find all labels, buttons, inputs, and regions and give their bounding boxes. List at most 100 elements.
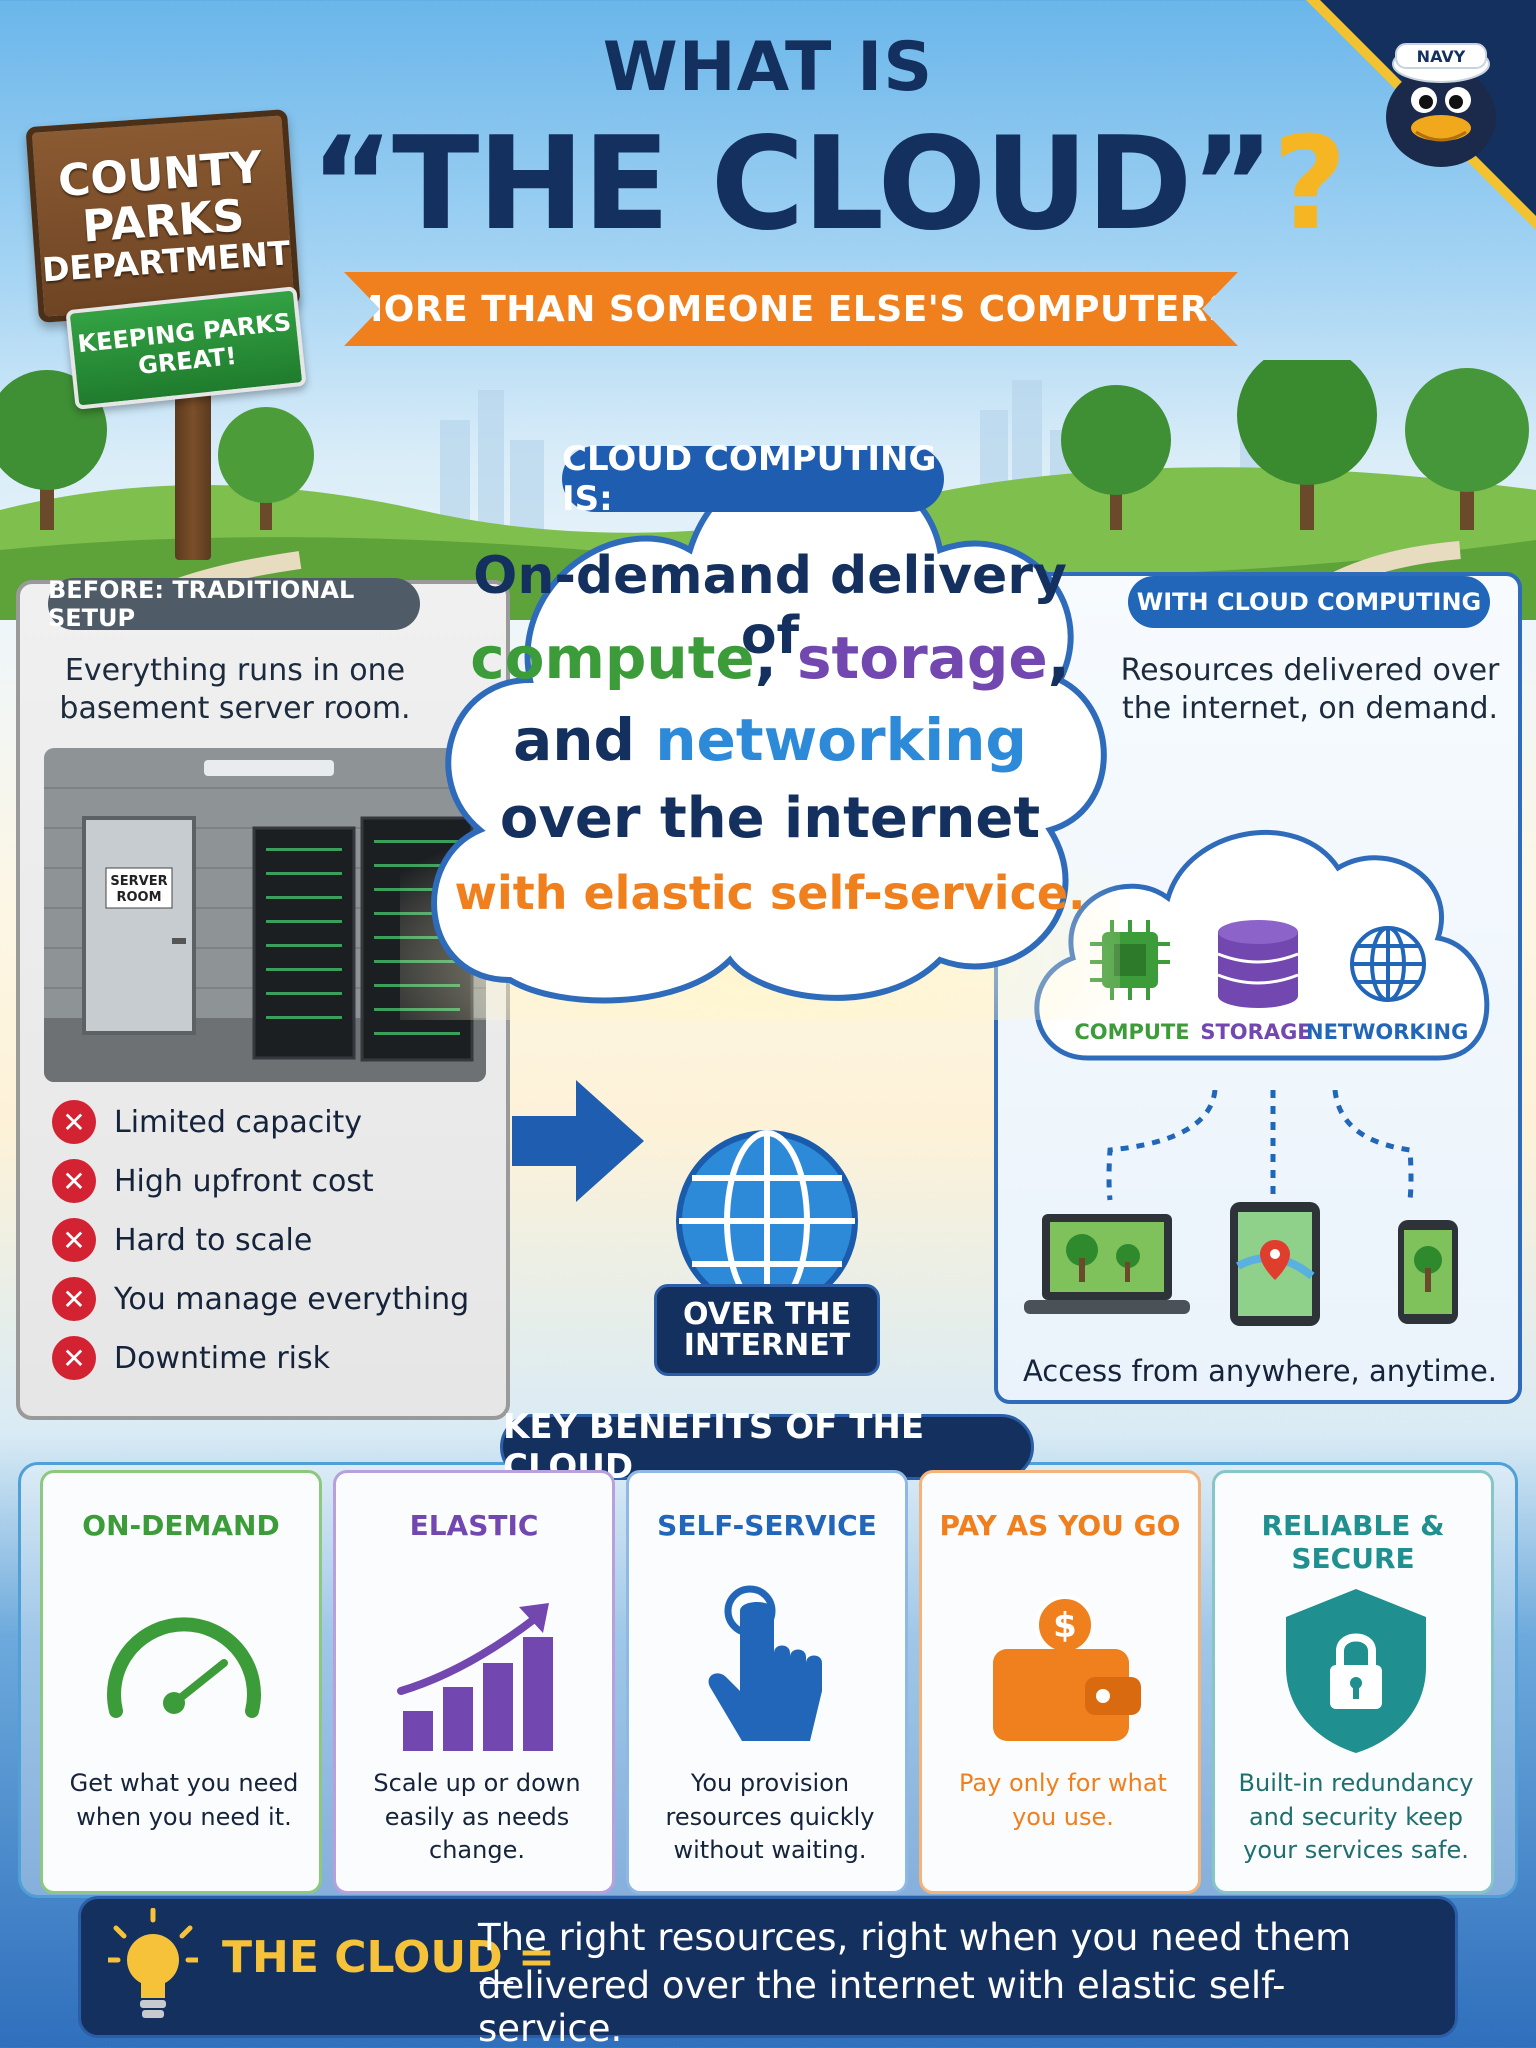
footer-line-1: The right resources, right when you need… xyxy=(478,1916,1352,2002)
benefit-desc-line: and security keep xyxy=(1248,1802,1464,1831)
x-circle-icon: ✕ xyxy=(52,1336,96,1380)
with-cloud-tag-label: WITH CLOUD COMPUTING xyxy=(1136,588,1482,616)
issue-label: Limited capacity xyxy=(114,1104,363,1140)
door-sign-line-2: ROOM xyxy=(116,890,161,905)
issue-item: ✕ You manage everything xyxy=(52,1277,492,1321)
benefit-title: ON-DEMAND xyxy=(82,1509,280,1542)
benefit-desc-line: Pay only for what xyxy=(959,1769,1167,1797)
wallet-icon: $ xyxy=(993,1595,1141,1741)
benefit-card-self-service: SELF-SERVICE You provision resources qui… xyxy=(626,1470,908,1894)
issue-item: ✕ Limited capacity xyxy=(52,1100,492,1144)
mascot-cap-text: NAVY xyxy=(1417,47,1466,66)
sign-line-3: DEPARTMENT xyxy=(40,233,292,290)
definition-line-1: On-demand delivery of xyxy=(473,546,1067,666)
over-the-internet-label: OVER THE INTERNET xyxy=(654,1284,880,1376)
with-cloud-description: Resources delivered over the internet, o… xyxy=(1120,652,1500,727)
issue-item: ✕ Hard to scale xyxy=(52,1218,492,1262)
issue-label: You manage everything xyxy=(114,1281,470,1317)
benefit-card-pay-as-you-go: PAY AS YOU GO $ Pay only for what you us… xyxy=(919,1470,1201,1894)
definition-tag-label: CLOUD COMPUTING IS: xyxy=(562,439,937,519)
issue-item: ✕ Downtime risk xyxy=(52,1336,492,1380)
benefit-title: SELF-SERVICE xyxy=(657,1509,877,1542)
over-the-internet-line-2: INTERNET xyxy=(683,1328,851,1363)
lightbulb-icon xyxy=(108,1908,198,2018)
issue-item: ✕ High upfront cost xyxy=(52,1159,492,1203)
with-cloud-tag: WITH CLOUD COMPUTING xyxy=(1128,576,1490,628)
tablet-icon xyxy=(1230,1202,1320,1326)
x-circle-icon: ✕ xyxy=(52,1159,96,1203)
service-icons xyxy=(1090,920,1426,1008)
issue-label: Hard to scale xyxy=(114,1222,313,1258)
before-description-line-1: Everything runs in one xyxy=(64,653,406,688)
access-anywhere-text: Access from anywhere, anytime. xyxy=(1022,1354,1498,1388)
definition-line-3: and networking xyxy=(440,706,1100,774)
subtitle-ribbon: MORE THAN SOMEONE ELSE'S COMPUTERS xyxy=(344,272,1238,346)
definition-networking: networking xyxy=(655,706,1027,774)
benefit-desc: Pay only for what you use. xyxy=(934,1767,1192,1834)
title-question-mark: ? xyxy=(1272,110,1347,259)
issue-label: High upfront cost xyxy=(114,1163,374,1199)
definition-tag: CLOUD COMPUTING IS: xyxy=(562,439,944,519)
door-sign-line-1: SERVER xyxy=(110,874,167,889)
benefit-desc: Get what you need when you need it. xyxy=(55,1767,313,1834)
summary-footer xyxy=(78,1896,1458,2038)
shield-lock-icon xyxy=(1286,1589,1426,1753)
issue-label: Downtime risk xyxy=(114,1340,330,1376)
benefit-desc-line: easily as needs xyxy=(384,1802,570,1831)
before-tag-label: BEFORE: TRADITIONAL SETUP xyxy=(48,576,355,632)
svg-text:$: $ xyxy=(1053,1606,1077,1646)
subtitle-text: MORE THAN SOMEONE ELSE'S COMPUTERS xyxy=(347,288,1235,330)
benefit-desc-line: Scale up or down xyxy=(373,1769,581,1797)
benefit-title: ELASTIC xyxy=(409,1509,539,1542)
before-description-line-2: basement server room. xyxy=(59,690,411,726)
definition-comma-2: , xyxy=(1047,624,1070,692)
with-cloud-description-line-2: the internet, on demand. xyxy=(1121,690,1499,726)
before-description: Everything runs in one basement server r… xyxy=(40,652,430,727)
benefit-desc: Built-in redundancy and security keep yo… xyxy=(1227,1767,1485,1868)
benefit-card-elastic: ELASTIC Scale up or down easily as needs… xyxy=(333,1470,615,1894)
benefit-card-on-demand: ON-DEMAND Get what you need when you nee… xyxy=(40,1470,322,1894)
definition-line-2: compute, storage, xyxy=(440,624,1100,692)
globe-icon xyxy=(1350,926,1426,1002)
growth-chart-icon xyxy=(397,1603,553,1751)
database-icon xyxy=(1217,920,1299,1008)
service-compute-label: COMPUTE xyxy=(1074,1020,1190,1044)
definition-storage: storage xyxy=(797,624,1048,692)
definition-line-4: over the internet xyxy=(499,786,1041,851)
over-the-internet-line-1: OVER THE xyxy=(682,1296,852,1332)
footer-line-2: delivered over the internet with elastic… xyxy=(478,1964,1286,2048)
benefit-card-reliable-secure: RELIABLE & SECURE Built-in redundancy an… xyxy=(1212,1470,1494,1894)
benefit-desc-line: your services safe. xyxy=(1243,1836,1469,1865)
phone-icon xyxy=(1398,1220,1458,1324)
x-circle-icon: ✕ xyxy=(52,1218,96,1262)
benefit-desc-line: Get what you need xyxy=(69,1769,299,1797)
benefit-desc-line: change. xyxy=(429,1836,525,1865)
benefit-title: PAY AS YOU GO xyxy=(939,1509,1181,1542)
definition-line-5: with elastic self-service. xyxy=(454,866,1086,920)
duck-mascot-icon: NAVY xyxy=(1386,43,1496,167)
benefit-desc-line: without waiting. xyxy=(673,1836,867,1865)
title-line-1: WHAT IS xyxy=(602,28,934,107)
definition-comma-1: , xyxy=(754,624,798,692)
benefit-desc-line: resources quickly xyxy=(665,1802,875,1831)
x-circle-icon: ✕ xyxy=(52,1100,96,1144)
speedometer-icon xyxy=(107,1617,261,1718)
benefit-desc-line: Built-in redundancy xyxy=(1238,1769,1474,1797)
with-cloud-description-line-1: Resources delivered over xyxy=(1120,653,1500,688)
benefit-desc-line: when you need it. xyxy=(76,1802,292,1831)
benefit-desc: You provision resources quickly without … xyxy=(641,1767,899,1868)
x-circle-icon: ✕ xyxy=(52,1277,96,1321)
title-line-2: “THE CLOUD” xyxy=(310,110,1275,259)
service-storage-label: STORAGE xyxy=(1200,1020,1312,1044)
internet-globe-icon xyxy=(676,1130,858,1312)
benefit-desc-line: you use. xyxy=(1012,1802,1114,1831)
arrow-right-icon xyxy=(512,1080,644,1202)
connection-lines xyxy=(1106,1090,1414,1201)
laptop-icon xyxy=(1024,1214,1190,1314)
footer-key: THE CLOUD = xyxy=(222,1932,555,1983)
definition-and: and xyxy=(513,706,656,774)
definition-cloud xyxy=(400,456,1120,1020)
client-devices xyxy=(1024,1202,1458,1326)
before-tag: BEFORE: TRADITIONAL SETUP xyxy=(48,576,420,632)
benefit-desc: Scale up or down easily as needs change. xyxy=(348,1767,606,1868)
